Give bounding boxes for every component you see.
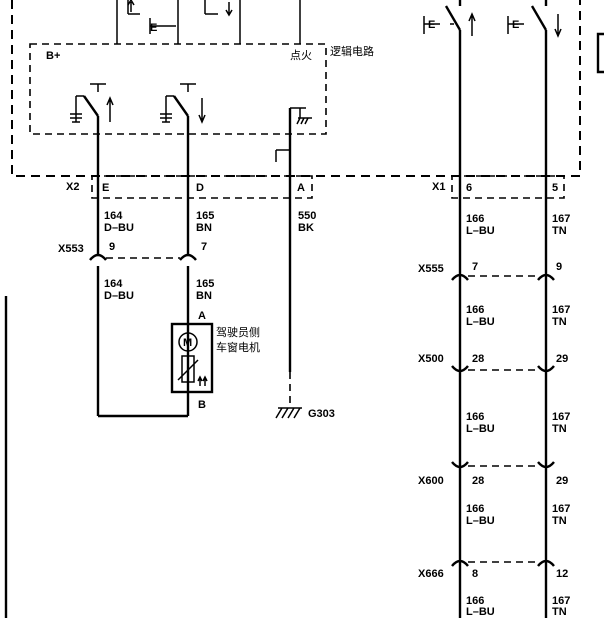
logic-circuit-box xyxy=(29,43,327,135)
logic-circuit-label: 逻辑电路 xyxy=(330,44,374,58)
top-partial-label: E xyxy=(150,22,157,34)
switch-up xyxy=(70,83,114,123)
top-switch-group xyxy=(116,0,301,44)
x555-pin-a: 7 xyxy=(472,261,478,273)
right-switch-up-label: E xyxy=(428,19,435,31)
wire-label-group-5: 166 L–BU 167 TN xyxy=(466,595,570,618)
svg-text:167: 167 xyxy=(552,503,570,515)
x1-connector xyxy=(451,175,565,199)
x500-pin-b: 29 xyxy=(556,353,568,365)
svg-text:L–BU: L–BU xyxy=(466,423,495,435)
w164-upper-color: D–BU xyxy=(104,222,134,234)
x555-pin-b: 9 xyxy=(556,261,562,273)
down-arrow-icon xyxy=(225,2,233,17)
x600-pin-a: 28 xyxy=(472,475,484,487)
b-plus-label: B+ xyxy=(46,50,60,62)
right-switch-down-label: E xyxy=(512,19,519,31)
svg-text:L–BU: L–BU xyxy=(466,225,495,237)
motor-name-line2: 车窗电机 xyxy=(216,340,260,354)
w550-num: 550 xyxy=(298,210,316,222)
wire-label-group-2: 166 L–BU 167 TN xyxy=(466,304,570,328)
x555-pin-a-shape xyxy=(451,273,469,281)
motor-symbol: M xyxy=(183,337,192,349)
svg-text:166: 166 xyxy=(466,595,484,607)
svg-text:TN: TN xyxy=(552,423,567,435)
svg-text:166: 166 xyxy=(466,411,484,423)
right-edge-box xyxy=(596,32,604,74)
x600-pin-b: 29 xyxy=(556,475,568,487)
x666-pin-b: 12 xyxy=(556,568,568,580)
svg-text:L–BU: L–BU xyxy=(466,606,495,618)
w165-upper-num: 165 xyxy=(196,210,214,222)
x555-label: X555 xyxy=(418,263,444,275)
x666-pin-a-shape xyxy=(451,559,469,567)
wire-label-group-4: 166 L–BU 167 TN xyxy=(466,503,570,527)
w550-color: BK xyxy=(298,222,314,234)
x600-label: X600 xyxy=(418,475,444,487)
motor-pin-b: B xyxy=(198,399,206,411)
svg-text:L–BU: L–BU xyxy=(466,515,495,527)
svg-text:TN: TN xyxy=(552,515,567,527)
x500-pin-a-shape xyxy=(451,365,469,373)
svg-text:167: 167 xyxy=(552,595,570,607)
x600-pin-a-shape xyxy=(451,461,469,469)
motor-pin-a: A xyxy=(198,310,206,322)
svg-text:TN: TN xyxy=(552,606,567,618)
x553-pin-9-shape xyxy=(89,253,107,261)
right-switch-down xyxy=(507,0,562,38)
w165-lower-color: BN xyxy=(196,290,212,302)
x2-label: X2 xyxy=(66,181,79,193)
svg-text:167: 167 xyxy=(552,304,570,316)
right-switch-up xyxy=(423,0,476,36)
svg-text:TN: TN xyxy=(552,225,567,237)
w164-lower-color: D–BU xyxy=(104,290,134,302)
internal-ground xyxy=(275,107,312,162)
svg-text:166: 166 xyxy=(466,503,484,515)
module-boundary xyxy=(11,0,581,177)
motor-box xyxy=(170,322,214,394)
x553-label: X553 xyxy=(58,243,84,255)
svg-text:TN: TN xyxy=(552,316,567,328)
x666-pin-b-shape xyxy=(537,559,555,567)
x600-pin-b-shape xyxy=(537,461,555,469)
svg-text:L–BU: L–BU xyxy=(466,316,495,328)
x1-label: X1 xyxy=(432,181,445,193)
w165-upper-color: BN xyxy=(196,222,212,234)
up-arrow-icon xyxy=(127,0,135,12)
svg-text:166: 166 xyxy=(466,213,484,225)
w165-lower-num: 165 xyxy=(196,278,214,290)
svg-text:166: 166 xyxy=(466,304,484,316)
svg-text:167: 167 xyxy=(552,213,570,225)
switch-down xyxy=(160,83,206,124)
motor-name-line1: 驾驶员侧 xyxy=(216,325,260,339)
x553-pin-9: 9 xyxy=(109,241,115,253)
x555-pin-b-shape xyxy=(537,273,555,281)
x1-pin-5: 5 xyxy=(552,182,558,194)
x2-connector xyxy=(91,175,313,199)
x553-pin-7: 7 xyxy=(201,241,207,253)
x500-pin-b-shape xyxy=(537,365,555,373)
svg-text:167: 167 xyxy=(552,411,570,423)
x2-pin-d: D xyxy=(196,182,204,194)
x500-pin-a: 28 xyxy=(472,353,484,365)
x553-pin-7-shape xyxy=(179,253,197,261)
x666-label: X666 xyxy=(418,568,444,580)
w164-lower-num: 164 xyxy=(104,278,123,290)
ground-label: G303 xyxy=(308,408,335,420)
ignition-label: 点火 xyxy=(290,49,312,62)
motor-icon xyxy=(178,332,198,352)
x666-pin-a: 8 xyxy=(472,568,478,580)
ground-icon xyxy=(275,407,302,419)
wire-label-group-3: 166 L–BU 167 TN xyxy=(466,411,570,435)
w164-upper-num: 164 xyxy=(104,210,123,222)
x1-pin-6: 6 xyxy=(466,182,472,194)
x2-pin-a: A xyxy=(297,182,305,194)
wire-label-group-1: 166 L–BU 167 TN xyxy=(466,213,570,237)
x2-pin-e: E xyxy=(102,182,109,194)
x500-label: X500 xyxy=(418,353,444,365)
motor-sensor-icon xyxy=(181,355,195,383)
